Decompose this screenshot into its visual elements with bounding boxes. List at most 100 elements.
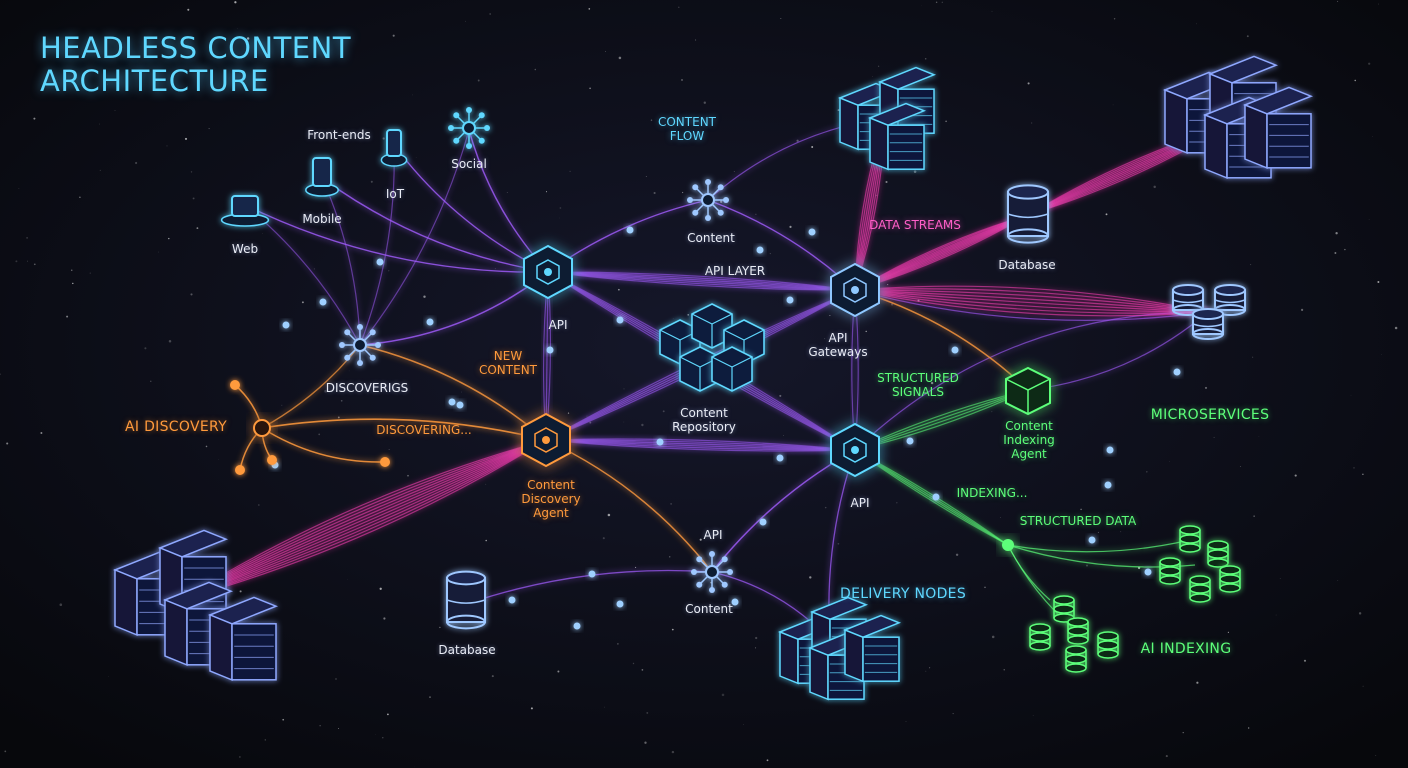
api-bottom-link [465, 569, 713, 605]
star [192, 197, 195, 200]
structured-data-link [1007, 544, 1051, 601]
connection-dot [776, 454, 784, 462]
ai-indexing-stack-icon [1097, 631, 1119, 659]
star [755, 647, 757, 649]
star [1375, 755, 1377, 756]
star [935, 1, 938, 4]
star [338, 728, 340, 730]
star [769, 253, 771, 255]
star [27, 260, 28, 262]
star [1371, 136, 1373, 137]
ai-indexing-stack-icon [1029, 623, 1051, 651]
star [239, 590, 242, 593]
ai-indexing-stack-icon [1067, 617, 1089, 645]
connection-dot [573, 622, 581, 630]
connection-dot [756, 246, 764, 254]
star [1080, 508, 1082, 511]
star [1146, 471, 1148, 473]
star [1303, 659, 1307, 662]
star [1182, 731, 1184, 734]
label-ai-discovery: AI DISCOVERY [125, 419, 227, 435]
star [721, 693, 725, 697]
star [567, 412, 570, 414]
ai-indexing-stack-icon [1159, 557, 1181, 585]
star [1248, 727, 1250, 729]
star [135, 161, 138, 165]
discoverigs-node-icon [339, 324, 381, 366]
label-api-left: API [548, 318, 568, 332]
star [653, 191, 656, 195]
label-api-layer: API LAYER [704, 264, 766, 278]
star [941, 1, 943, 3]
connection-dot [759, 518, 767, 526]
star [184, 137, 188, 140]
database-top-icon [1007, 184, 1049, 244]
star [89, 272, 91, 274]
star [1165, 755, 1168, 758]
star [589, 87, 591, 90]
star [66, 315, 69, 318]
star [494, 268, 496, 270]
star [168, 339, 172, 343]
star [743, 724, 744, 725]
star [324, 389, 327, 393]
star [1204, 386, 1208, 389]
star [218, 459, 220, 460]
star [282, 718, 285, 721]
star [947, 226, 951, 229]
data-stream [179, 439, 547, 601]
connection-dot [906, 437, 914, 445]
data-stream [179, 439, 547, 601]
content-node-icon [687, 179, 729, 221]
discovery-api-link [545, 439, 856, 452]
server-cluster-left-icon [207, 596, 279, 681]
star [313, 268, 315, 270]
ai-indexing-stack-icon [1065, 645, 1087, 673]
star [318, 433, 321, 436]
star [644, 741, 647, 744]
data-stream [854, 288, 1209, 313]
api-hub-right-icon [830, 422, 880, 478]
star [1300, 308, 1304, 312]
connection-dot [1104, 481, 1112, 489]
star [205, 445, 208, 448]
star [617, 643, 619, 645]
data-stream [854, 289, 1209, 317]
data-stream [179, 439, 547, 601]
connection-dot [319, 298, 327, 306]
star [439, 626, 441, 629]
data-stream [179, 439, 547, 601]
connection-dot [508, 596, 516, 604]
star [1009, 490, 1010, 492]
data-stream [854, 289, 1209, 313]
api-layer-link [547, 271, 856, 291]
star [733, 171, 735, 173]
star [623, 388, 625, 390]
star [687, 314, 689, 316]
discover-link [359, 344, 547, 441]
star [485, 483, 487, 485]
star [896, 502, 898, 504]
star [1253, 515, 1255, 517]
server-cluster-top-icon [867, 102, 927, 171]
star [991, 10, 993, 12]
ai-indexing-stack-icon [1053, 595, 1075, 623]
label-content-top: Content [687, 231, 735, 245]
star [602, 537, 605, 540]
data-stream [179, 439, 547, 601]
label-discoverigs: DISCOVERIGS [325, 381, 409, 395]
star [1377, 281, 1380, 283]
star [681, 191, 684, 194]
star [872, 76, 873, 77]
label-ai-indexing: AI INDEXING [1140, 641, 1232, 657]
star [79, 196, 81, 198]
api-gateway-icon [830, 262, 880, 318]
star [18, 188, 20, 189]
star [952, 713, 954, 715]
star [559, 207, 562, 209]
web-device-icon [220, 195, 270, 227]
connection-dot [546, 346, 554, 354]
star [1027, 82, 1030, 85]
star [461, 391, 462, 393]
